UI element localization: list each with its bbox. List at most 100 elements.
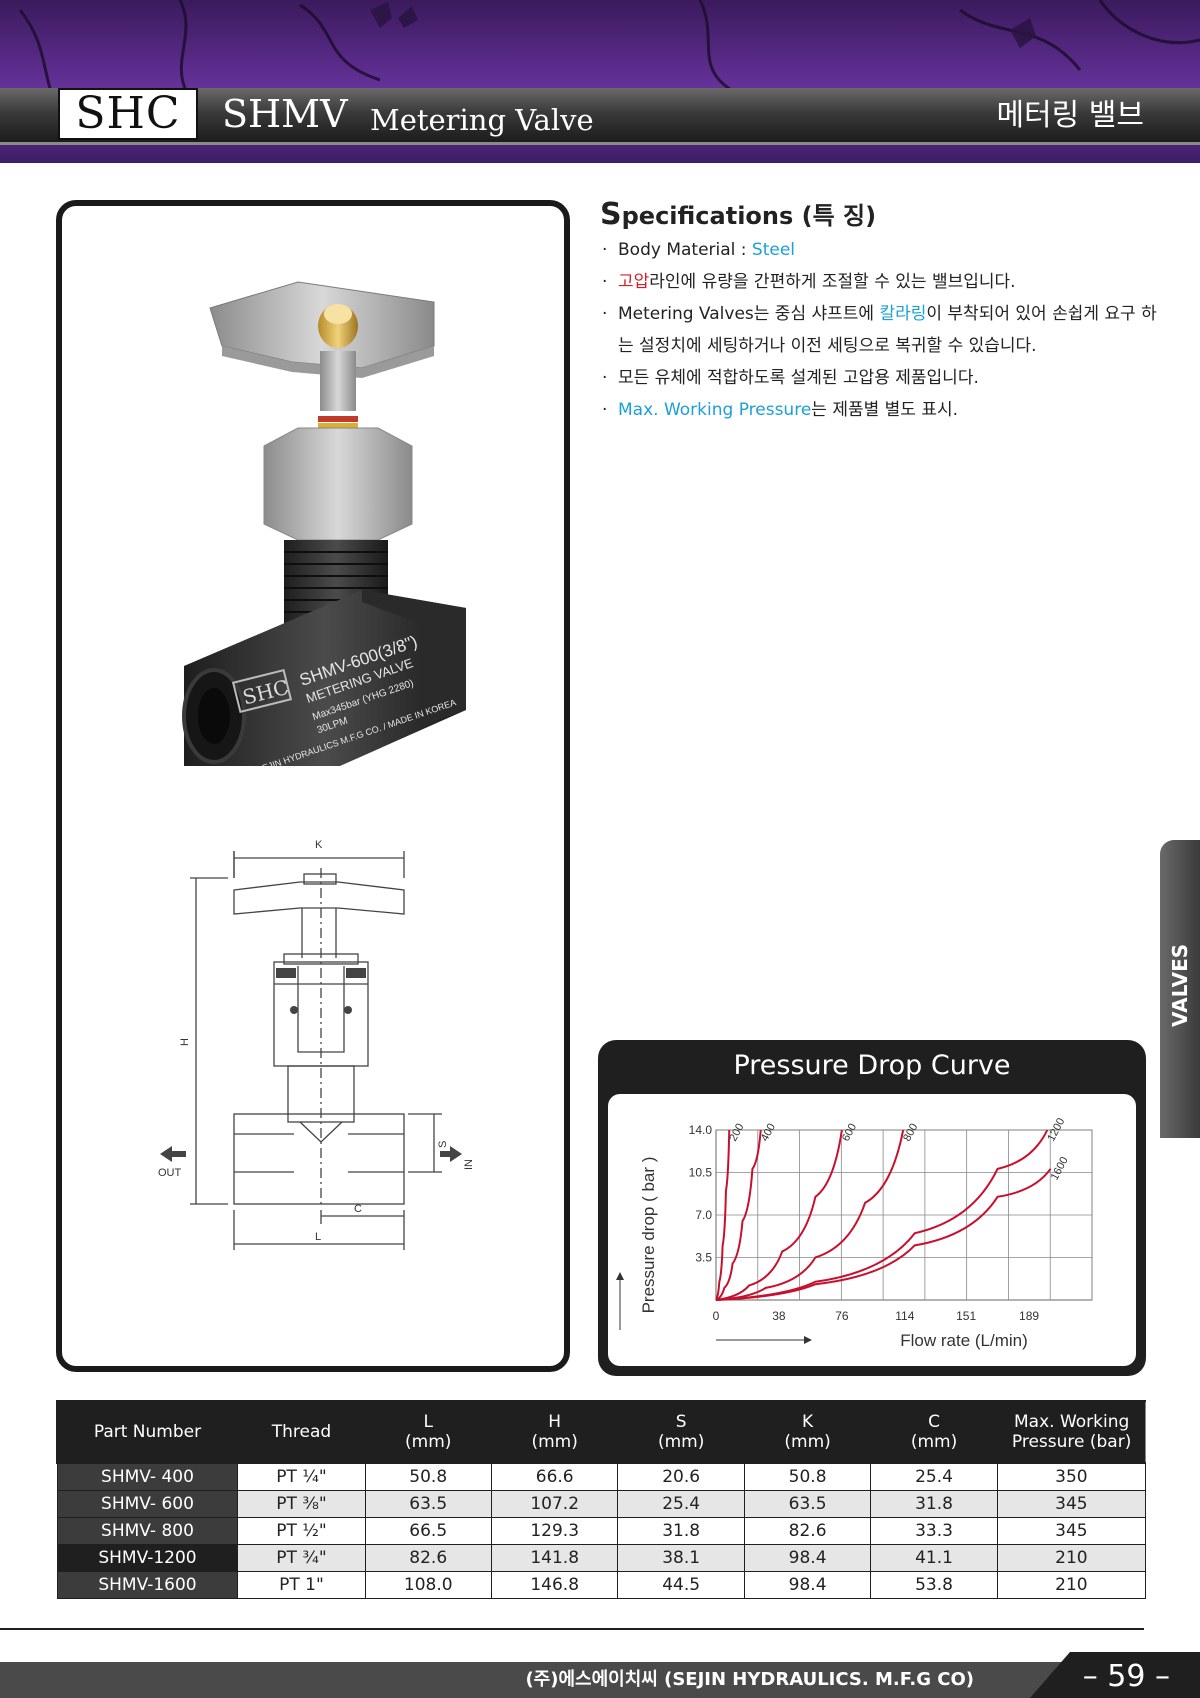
- table-cell: 50.8: [364, 1462, 492, 1491]
- series-label-400: 400: [759, 1122, 778, 1144]
- series-line-200: [715, 1129, 731, 1301]
- page-number: – 59 –: [1082, 1659, 1170, 1694]
- table-header-cell: L(mm): [363, 1400, 492, 1464]
- table-cell: 53.8: [870, 1571, 998, 1599]
- spec-text: 는 제품별 별도 표시.: [811, 400, 959, 420]
- model-title: SHMV: [222, 92, 348, 136]
- x-tick-label: 151: [956, 1309, 976, 1323]
- y-tick-label: 3.5: [695, 1251, 712, 1265]
- header-line-2: (mm): [405, 1432, 452, 1452]
- section-side-tab[interactable]: [1160, 840, 1200, 1138]
- y-tick-label: 14.0: [689, 1123, 713, 1137]
- product-photo: SHC SHMV-600(3/8") METERING VALVE Max345…: [182, 281, 466, 766]
- table-header-cell: C(mm): [869, 1400, 998, 1464]
- y-tick-label: 7.0: [695, 1208, 712, 1222]
- spec-item: Max. Working Pressure는 제품별 별도 표시.: [600, 394, 1160, 426]
- x-tick-label: 38: [772, 1309, 786, 1323]
- part-number-cell: SHMV- 800: [56, 1517, 239, 1545]
- header-line-1: C: [928, 1412, 940, 1432]
- product-image-panel: SHC SHMV-600(3/8") METERING VALVE Max345…: [56, 200, 570, 1372]
- table-cell: 350: [996, 1462, 1147, 1491]
- table-cell: 41.1: [870, 1544, 998, 1572]
- port-label-in: IN: [463, 1159, 475, 1170]
- dim-label-c: C: [354, 1203, 362, 1215]
- series-line-600: [715, 1129, 843, 1301]
- table-cell: PT 1": [237, 1571, 366, 1599]
- y-axis-label: Pressure drop ( bar ): [639, 1157, 658, 1314]
- table-cell: 82.6: [743, 1517, 872, 1545]
- dim-label-h: H: [179, 1038, 191, 1046]
- table-cell: 82.6: [364, 1544, 492, 1572]
- table-cell: 66.6: [490, 1462, 619, 1491]
- x-axis-arrow-head: [804, 1336, 812, 1344]
- table-cell: PT ¼": [237, 1462, 366, 1491]
- header-line-1: S: [675, 1412, 687, 1432]
- series-line-1600: [715, 1168, 1052, 1301]
- spec-text: 모든 유체에 적합하도록 설계된 고압용 제품입니다.: [618, 368, 979, 388]
- table-cell: 38.1: [617, 1544, 745, 1572]
- butterfly-decoration: [18, 0, 1200, 142]
- table-cell: 25.4: [617, 1490, 745, 1518]
- table-cell: 44.5: [617, 1571, 745, 1599]
- table-cell: 63.5: [364, 1490, 492, 1518]
- spec-title-lead: S: [600, 197, 622, 232]
- header-line-1: Part Number: [93, 1422, 202, 1442]
- table-cell: 31.8: [870, 1490, 998, 1518]
- port-label-out: OUT: [158, 1167, 182, 1179]
- series-line-1200: [715, 1129, 1049, 1301]
- series-label-200: 200: [727, 1122, 746, 1144]
- dim-label-s: S: [437, 1141, 449, 1148]
- header-rule: [0, 142, 1200, 145]
- x-tick-label: 114: [895, 1309, 914, 1323]
- part-number-cell: SHMV-1200: [56, 1544, 239, 1572]
- header-line-2: (mm): [531, 1432, 578, 1452]
- spec-text: Metering Valves는 중심 샤프트에: [618, 304, 880, 324]
- header-line-2: (mm): [657, 1432, 705, 1452]
- table-header-cell: Part Number: [56, 1400, 239, 1464]
- table-cell: 66.5: [364, 1517, 492, 1545]
- spec-title-kr: (특 징): [801, 202, 877, 230]
- table-cell: 345: [996, 1517, 1147, 1545]
- spec-item: 모든 유체에 적합하도록 설계된 고압용 제품입니다.: [600, 362, 1160, 394]
- table-cell: 210: [996, 1544, 1147, 1572]
- dimension-drawing: K H S C L OUT IN: [158, 839, 475, 1250]
- part-number-cell: SHMV- 600: [56, 1490, 239, 1518]
- table-header-cell: Thread: [236, 1400, 366, 1464]
- header-line-2: Pressure (bar): [1011, 1432, 1132, 1452]
- table-cell: 25.4: [870, 1462, 998, 1491]
- table-cell: 146.8: [490, 1571, 619, 1599]
- footer-rule: [0, 1628, 1144, 1630]
- table-cell: 129.3: [490, 1517, 619, 1545]
- table-cell: 210: [996, 1571, 1147, 1599]
- table-cell: PT ¾": [237, 1544, 366, 1572]
- series-line-400: [715, 1129, 762, 1301]
- table-header-cell: S(mm): [616, 1400, 745, 1464]
- dim-label-l: L: [315, 1231, 321, 1243]
- page-header: SHC SHMV Metering Valve 메터링 밸브: [0, 0, 1200, 163]
- spec-text: Body Material :: [618, 240, 752, 260]
- table-cell: 108.0: [364, 1571, 492, 1599]
- header-line-1: H: [548, 1412, 562, 1432]
- spec-item: Body Material : Steel: [600, 234, 1160, 266]
- spec-item: 고압라인에 유량을 간편하게 조절할 수 있는 밸브입니다.: [600, 266, 1160, 298]
- table-cell: 31.8: [617, 1517, 745, 1545]
- footer-bar: [0, 1662, 1200, 1698]
- spec-text: 이 부착되어 있어 손쉽게 요구 하는 설정치에 세팅하거나 이전 세팅으로 복…: [618, 304, 1157, 356]
- table-cell: 50.8: [743, 1462, 872, 1491]
- spec-highlight: 칼라링: [879, 304, 927, 324]
- model-subtitle: Metering Valve: [370, 103, 594, 137]
- x-tick-label: 76: [835, 1309, 849, 1323]
- header-line-1: K: [802, 1412, 814, 1432]
- table-header-cell: K(mm): [743, 1400, 872, 1464]
- table-cell: PT ⅜": [237, 1490, 366, 1518]
- table-cell: 63.5: [743, 1490, 872, 1518]
- series-label-800: 800: [901, 1122, 920, 1144]
- part-number-cell: SHMV- 400: [56, 1462, 239, 1491]
- spec-highlight: 고압: [618, 272, 650, 292]
- table-cell: 20.6: [617, 1462, 745, 1491]
